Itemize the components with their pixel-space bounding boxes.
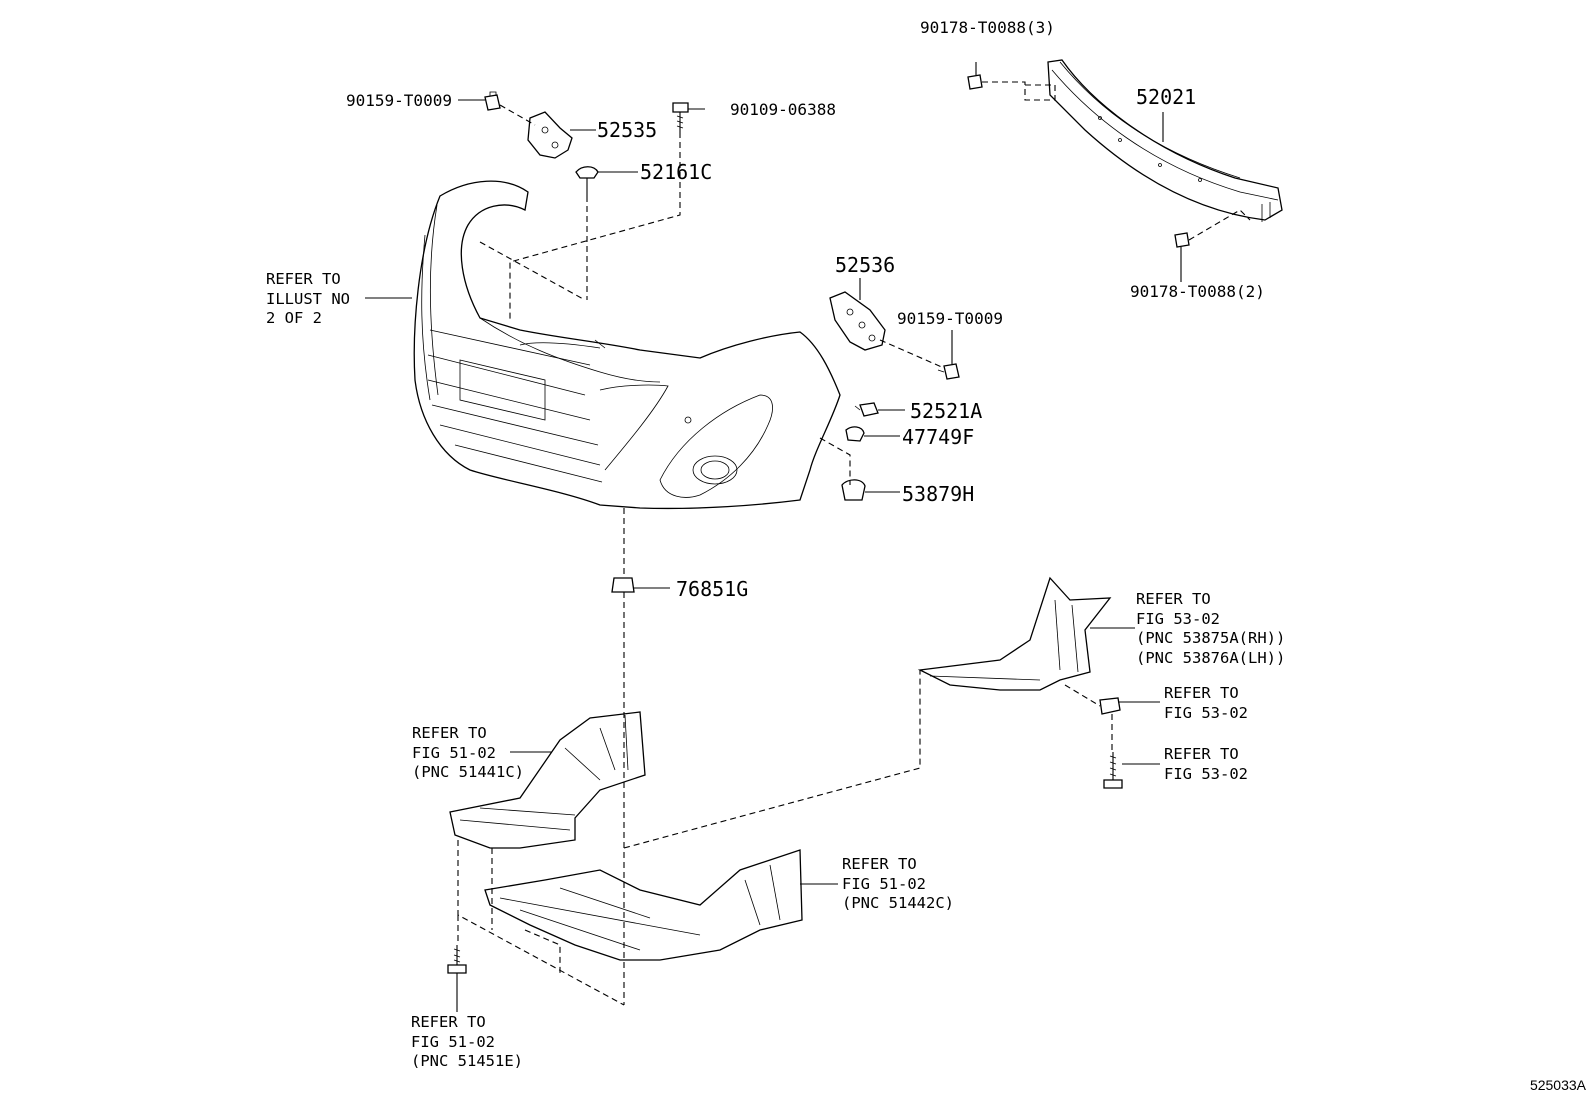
refer-note-illust-2of2[interactable]: REFER TO ILLUST NO 2 OF 2 — [266, 270, 350, 329]
refer-line: (PNC 51442C) — [842, 894, 954, 912]
label-52161C[interactable]: 52161C — [640, 160, 713, 184]
label-90178-T0088-2[interactable]: 90178-T0088(2) — [1130, 282, 1265, 301]
fender-liner[interactable] — [917, 576, 1112, 691]
refer-line: FIG 53-02 — [1164, 703, 1248, 722]
nut-47749f[interactable] — [845, 426, 865, 442]
label-90109-06388[interactable]: 90109-06388 — [730, 100, 836, 119]
screw-53-02[interactable] — [1103, 752, 1123, 789]
front-bumper-cover[interactable] — [413, 180, 841, 510]
refer-line: REFER TO — [266, 270, 341, 288]
refer-line: (PNC 51441C) — [412, 763, 524, 781]
refer-line: (PNC 53875A(RH)) — [1136, 629, 1286, 647]
clip-76851g[interactable] — [611, 577, 635, 593]
leader-lines — [365, 62, 1182, 1012]
refer-note-fig51-51451e[interactable]: REFER TO FIG 51-02 (PNC 51451E) — [411, 1013, 523, 1072]
under-cover-51441c[interactable] — [449, 711, 646, 849]
label-47749F[interactable]: 47749F — [902, 425, 975, 449]
screw-51451e[interactable] — [447, 945, 467, 974]
label-52521A[interactable]: 52521A — [910, 399, 983, 423]
clip-53-02[interactable] — [1099, 697, 1121, 715]
refer-line: FIG 51-02 — [412, 743, 496, 762]
refer-line: (PNC 53876A(LH)) — [1136, 648, 1286, 667]
label-53879H[interactable]: 53879H — [902, 482, 975, 506]
refer-line: REFER TO — [842, 855, 917, 873]
clip-52161c[interactable] — [575, 166, 599, 196]
bumper-reinforcement[interactable] — [1047, 59, 1283, 222]
refer-line: FIG 51-02 — [842, 874, 926, 893]
refer-line: FIG 53-02 — [1136, 609, 1220, 628]
nut-90178-3[interactable] — [967, 74, 983, 90]
label-52021[interactable]: 52021 — [1136, 85, 1197, 109]
refer-line: REFER TO — [1164, 684, 1239, 702]
screw-90109[interactable] — [672, 102, 689, 132]
refer-line: REFER TO — [1136, 590, 1211, 608]
refer-note-fig53-screw[interactable]: REFER TO FIG 53-02 — [1164, 745, 1248, 784]
refer-line: ILLUST NO — [266, 289, 350, 308]
refer-note-fig53-liner[interactable]: REFER TO FIG 53-02 (PNC 53875A(RH)) (PNC… — [1136, 590, 1285, 668]
bolt-90159-top[interactable] — [484, 91, 501, 111]
bolt-90159-mid[interactable] — [937, 363, 960, 380]
label-90178-T0088-3[interactable]: 90178-T0088(3) — [920, 18, 1055, 37]
label-90159-T0009-top[interactable]: 90159-T0009 — [346, 91, 452, 110]
refer-line: (PNC 51451E) — [411, 1052, 523, 1070]
under-cover-51442c[interactable] — [484, 849, 803, 961]
figure-id: 525033A — [1529, 1077, 1586, 1093]
label-52536[interactable]: 52536 — [835, 253, 896, 277]
refer-line: FIG 53-02 — [1164, 764, 1248, 783]
label-52535[interactable]: 52535 — [597, 118, 658, 142]
assembly-lines — [457, 81, 1251, 1006]
label-90159-T0009-mid[interactable]: 90159-T0009 — [897, 309, 1003, 328]
nut-90178-2[interactable] — [1174, 232, 1190, 248]
refer-line: FIG 51-02 — [411, 1032, 495, 1051]
refer-line: REFER TO — [412, 724, 487, 742]
bracket-52535[interactable] — [527, 111, 573, 159]
refer-line: 2 OF 2 — [266, 309, 322, 327]
retainer-53879h[interactable] — [841, 479, 866, 501]
refer-note-fig51-51441c[interactable]: REFER TO FIG 51-02 (PNC 51441C) — [412, 724, 524, 783]
refer-note-fig53-clip[interactable]: REFER TO FIG 53-02 — [1164, 684, 1248, 723]
bracket-52536[interactable] — [829, 291, 886, 351]
refer-line: REFER TO — [1164, 745, 1239, 763]
refer-line: REFER TO — [411, 1013, 486, 1031]
label-76851G[interactable]: 76851G — [676, 577, 749, 601]
clip-52521a[interactable] — [854, 402, 879, 417]
refer-note-fig51-51442c[interactable]: REFER TO FIG 51-02 (PNC 51442C) — [842, 855, 954, 914]
